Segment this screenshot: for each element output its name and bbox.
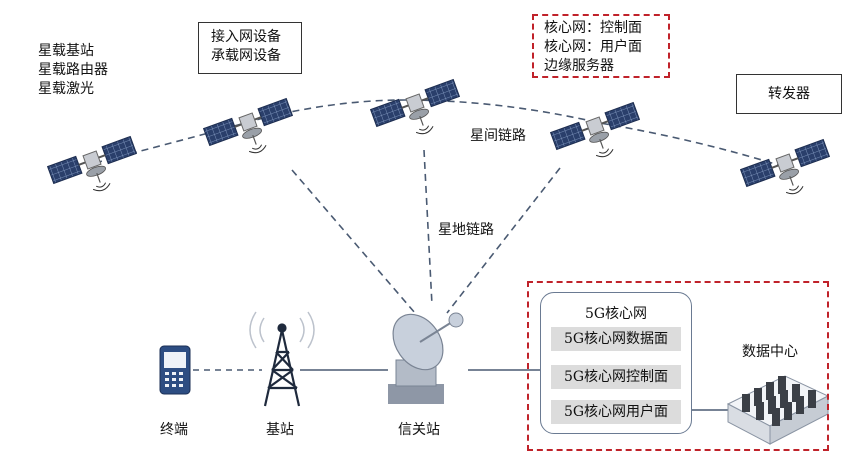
terminal-label: 终端 — [160, 422, 188, 438]
access-network-box: 接入网设备 承载网设备 — [198, 22, 302, 74]
phone-icon — [159, 345, 191, 395]
relay-item: 转发器 — [768, 86, 810, 102]
signal-waves-icon — [249, 311, 315, 349]
access-network-item: 承载网设备 — [211, 48, 281, 64]
satellite-1 — [46, 135, 146, 207]
core-edge-item: 核心网：控制面 — [544, 20, 642, 36]
satellite-2 — [202, 97, 302, 169]
satellite-equipment-box: 星载基站 星载路由器 星载激光 — [30, 38, 122, 108]
core-data-plane: 5G核心网数据面 — [551, 327, 681, 351]
core-edge-item: 核心网：用户面 — [544, 39, 642, 55]
access-network-item: 接入网设备 — [211, 29, 281, 45]
satellite-equipment-item: 星载路由器 — [38, 62, 108, 78]
base-station-label: 基站 — [266, 422, 294, 438]
data-center-label: 数据中心 — [742, 344, 798, 360]
inter-satellite-link — [94, 99, 789, 169]
core-network-title: 5G核心网 — [584, 306, 648, 322]
core-network-box: 5G核心网 5G核心网数据面 5G核心网控制面 5G核心网用户面 — [540, 292, 692, 434]
data-center-icon — [726, 375, 830, 445]
relay-box: 转发器 — [736, 74, 842, 114]
satellite-3 — [369, 78, 469, 150]
sat-ground-link-2 — [423, 149, 433, 306]
satellite-5 — [739, 138, 839, 210]
tower-icon — [263, 323, 301, 407]
satellite-ground-link-label: 星地链路 — [438, 222, 494, 238]
core-user-plane: 5G核心网用户面 — [551, 400, 681, 424]
sat-ground-link-1 — [291, 169, 416, 314]
satellite-equipment-item: 星载激光 — [38, 81, 94, 97]
gateway-dish-icon — [388, 312, 464, 404]
gateway-label: 信关站 — [398, 422, 440, 438]
core-edge-item: 边缘服务器 — [544, 58, 614, 74]
core-control-plane: 5G核心网控制面 — [551, 365, 681, 389]
satellite-4 — [549, 101, 649, 173]
core-network-group — [527, 281, 829, 451]
core-edge-box: 核心网：控制面 核心网：用户面 边缘服务器 — [532, 14, 670, 78]
sat-ground-link-3 — [446, 167, 561, 314]
satellite-equipment-item: 星载基站 — [38, 43, 94, 59]
inter-satellite-link-label: 星间链路 — [470, 128, 526, 144]
